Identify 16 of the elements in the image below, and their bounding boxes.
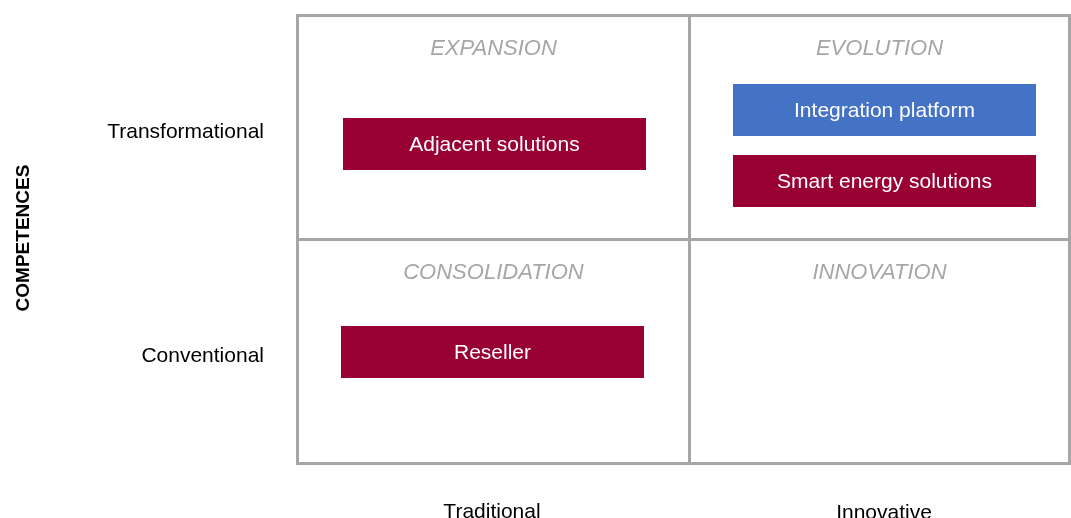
axis-label: Traditional [442, 498, 542, 518]
quadrant-box [688, 238, 1071, 465]
quadrant-box [688, 14, 1071, 241]
axis-title: COMPETENCES [11, 163, 34, 314]
item-bar: Adjacent solutions [343, 118, 646, 170]
item-bar: Integration platform [733, 84, 1036, 136]
quadrant-heading: EXPANSION [429, 34, 558, 62]
quadrant-box [296, 238, 691, 465]
item-bar: Reseller [341, 326, 644, 378]
item-bar: Smart energy solutions [733, 155, 1036, 207]
quadrant-heading: EVOLUTION [814, 34, 945, 62]
quadrant-heading: CONSOLIDATION [402, 258, 585, 286]
quadrant-heading: INNOVATION [811, 258, 948, 286]
quadrant-box [296, 14, 691, 241]
axis-label: Conventional [141, 342, 264, 368]
axis-label: Transformational [107, 118, 264, 144]
